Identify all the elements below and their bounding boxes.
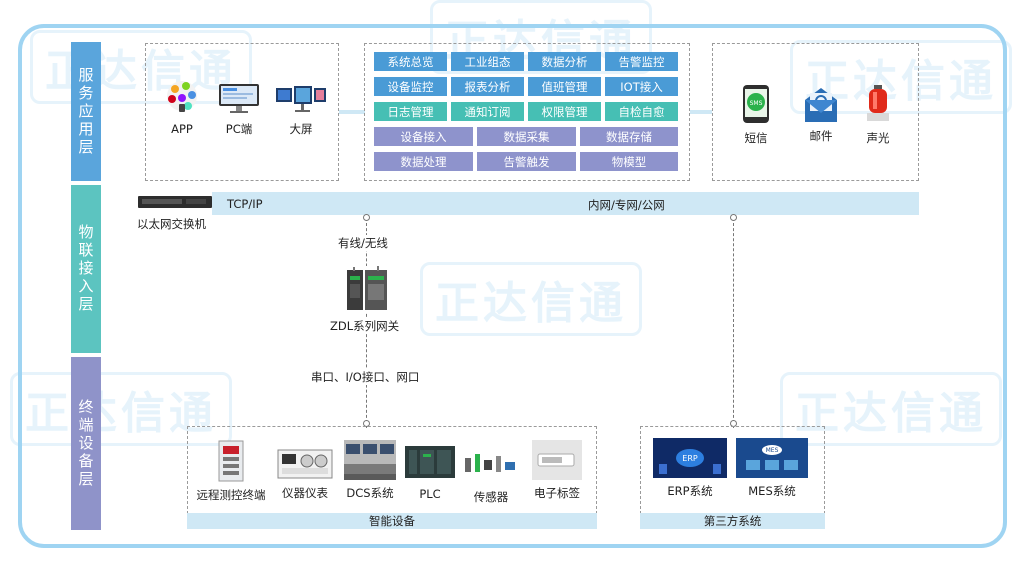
func-report-analysis: 报表分析	[451, 77, 524, 96]
wired-label: 有线/无线	[338, 235, 388, 251]
notify-mail: 邮件	[801, 86, 841, 144]
svg-text:ERP: ERP	[682, 454, 698, 463]
app-icon	[167, 81, 197, 112]
terminal-layer-label: 终端设备层	[71, 357, 101, 530]
pc-monitor-icon	[219, 84, 259, 113]
func-permission-management: 权限管理	[528, 102, 601, 121]
func-iot-access: IOT接入	[605, 77, 678, 96]
sms-icon: SMS	[743, 85, 769, 123]
client-label: 大屏	[289, 122, 313, 136]
func-system-overview: 系统总览	[374, 52, 447, 71]
device-plc: PLC	[402, 442, 458, 501]
func-notify-subscribe: 通知订阅	[451, 102, 524, 121]
third-party-caption: 第三方系统	[640, 513, 825, 529]
watermark: 正达信通	[790, 40, 1012, 114]
erp-icon: ERP	[653, 438, 727, 478]
func-thing-model: 物模型	[580, 152, 678, 171]
device-instrument: 仪器仪表	[272, 446, 338, 501]
ports-label: 串口、I/O接口、网口	[311, 369, 420, 385]
rfid-tag-icon	[532, 440, 582, 480]
rtu-terminal-icon	[218, 440, 244, 482]
protocol-label: TCP/IP	[227, 197, 263, 211]
third-party-erp: ERP ERP系统	[652, 438, 728, 499]
third-party-label: MES系统	[748, 484, 796, 498]
network-band	[212, 192, 919, 215]
sensor-icon	[465, 454, 515, 472]
func-device-monitor: 设备监控	[374, 77, 447, 96]
iot-layer-label: 物联接入层	[71, 185, 101, 353]
link-dot	[363, 214, 370, 221]
switch-label: 以太网交换机	[137, 217, 206, 231]
mail-icon	[805, 88, 837, 122]
notify-box	[712, 43, 919, 181]
notify-label: 声光	[866, 131, 890, 145]
func-self-check: 自检自愈	[605, 102, 678, 121]
func-duty-management: 值班管理	[528, 77, 601, 96]
notify-label: 邮件	[809, 129, 833, 143]
func-log-management: 日志管理	[374, 102, 447, 121]
func-data-storage: 数据存储	[580, 127, 678, 146]
func-data-analysis: 数据分析	[528, 52, 601, 71]
device-rfid: 电子标签	[525, 440, 589, 501]
plc-icon	[405, 446, 455, 478]
func-industrial-config: 工业组态	[451, 52, 524, 71]
client-app: APP	[160, 78, 204, 136]
connector	[339, 110, 365, 114]
device-label: PLC	[419, 487, 441, 501]
device-label: 仪器仪表	[282, 486, 328, 500]
client-label: PC端	[225, 122, 253, 136]
third-party-mes: MES MES系统	[734, 438, 810, 499]
device-label: 电子标签	[534, 486, 580, 500]
func-data-processing: 数据处理	[374, 152, 473, 171]
notify-alarm: 声光	[858, 84, 898, 146]
client-label: APP	[171, 122, 193, 136]
outer-frame	[18, 24, 1007, 548]
device-sensor: 传感器	[460, 448, 522, 505]
connector	[690, 110, 712, 114]
device-rtu: 远程测控终端	[192, 440, 270, 503]
alarm-light-icon	[867, 85, 889, 121]
client-pc: PC端	[214, 82, 264, 137]
gateway	[345, 266, 389, 312]
func-alarm-monitor: 告警监控	[605, 52, 678, 71]
svg-text:SMS: SMS	[750, 100, 763, 107]
switch-icon	[138, 196, 212, 208]
func-alarm-trigger: 告警触发	[477, 152, 576, 171]
third-party-label: ERP系统	[667, 484, 713, 498]
mes-icon: MES	[736, 438, 808, 478]
big-screen-icon	[276, 86, 326, 112]
device-label: 传感器	[473, 490, 509, 504]
watermark: 正达信通	[10, 372, 232, 446]
notify-sms: SMS 短信	[734, 84, 778, 146]
instrument-icon	[277, 449, 333, 479]
svg-text:MES: MES	[766, 447, 779, 454]
dcs-control-room-icon	[344, 440, 396, 480]
client-bigscreen: 大屏	[273, 84, 329, 137]
watermark: 正达信通	[780, 372, 1002, 446]
ethernet-switch	[138, 194, 212, 208]
func-device-access: 设备接入	[374, 127, 473, 146]
gateway-icon	[347, 266, 387, 310]
notify-label: 短信	[744, 131, 768, 145]
devices-caption: 智能设备	[187, 513, 597, 529]
watermark: 正达信通	[420, 262, 642, 336]
client-box	[145, 43, 339, 181]
service-layer-label: 服务应用层	[71, 42, 101, 181]
func-data-collection: 数据采集	[477, 127, 576, 146]
device-dcs: DCS系统	[341, 440, 399, 501]
device-label: DCS系统	[346, 486, 394, 500]
link-dot	[730, 214, 737, 221]
link-line	[733, 218, 734, 428]
gateway-label: ZDL系列网关	[330, 318, 400, 334]
device-label: 远程测控终端	[196, 488, 266, 502]
function-box	[364, 43, 690, 181]
networks-label: 内网/专网/公网	[588, 198, 665, 212]
